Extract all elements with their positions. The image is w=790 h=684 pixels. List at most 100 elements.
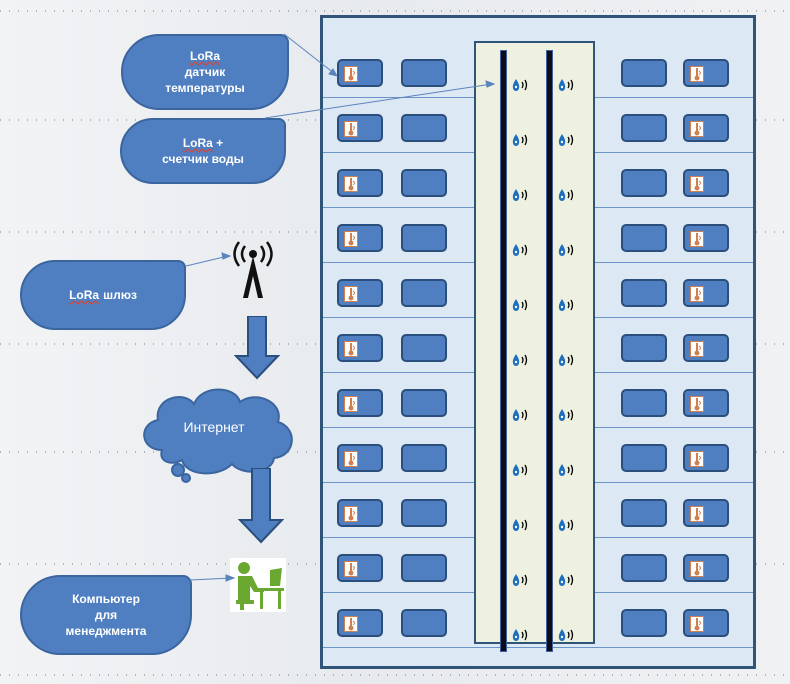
water-drop-icon [558,298,576,312]
arrow-down-icon [238,468,284,544]
apartment-unit [401,169,447,197]
thermometer-icon [690,506,704,522]
water-meter-line1: LoRa + [183,135,223,151]
water-drop-icon [512,298,530,312]
apartment-unit [337,609,383,637]
water-drop-icon [558,408,576,422]
water-meter-line2: счетчик воды [162,152,244,166]
thermometer-icon [344,176,358,192]
water-drop-icon [512,243,530,257]
thermometer-icon [344,616,358,632]
thermometer-icon [690,396,704,412]
water-drop-icon [512,518,530,532]
water-drop-icon [558,628,576,642]
thermometer-icon [690,451,704,467]
apartment-unit [337,114,383,142]
apartment-unit [683,224,729,252]
thermometer-icon [690,286,704,302]
apartment-unit [337,59,383,87]
water-pipe-right [546,50,553,652]
thermometer-icon [344,396,358,412]
apartment-unit [621,444,667,472]
apartment-unit [337,389,383,417]
cloud-icon: Интернет [143,388,293,483]
water-drop-icon [512,573,530,587]
apartment-unit [621,114,667,142]
apartment-unit [337,499,383,527]
water-drop-icon [512,463,530,477]
water-drop-icon [558,353,576,367]
temp-sensor-bubble: LoRa датчик температуры [121,34,289,110]
apartment-unit [401,59,447,87]
apartment-unit [683,334,729,362]
arrow-down-icon [234,316,280,380]
computer-line3: менеджмента [65,624,147,638]
apartment-unit [621,279,667,307]
water-drop-icon [512,628,530,642]
thermometer-icon [690,121,704,137]
apartment-unit [337,334,383,362]
temp-sensor-line2: датчик [184,65,226,79]
apartment-unit [683,114,729,142]
apartment-unit [401,444,447,472]
gateway-line2: шлюз [103,288,137,302]
apartment-unit [621,554,667,582]
water-drop-icon [558,133,576,147]
computer-line1: Компьютер [72,592,140,606]
temp-sensor-lora: LoRa [190,49,220,63]
apartment-unit [683,279,729,307]
water-drop-icon [558,243,576,257]
thermometer-icon [690,231,704,247]
thermometer-icon [690,66,704,82]
computer-user-icon [230,558,286,612]
water-drop-icon [558,188,576,202]
temp-sensor-line3: температуры [165,81,245,95]
water-drop-icon [512,133,530,147]
water-meter-lora: LoRa [182,136,213,150]
apartment-unit [621,389,667,417]
apartment-unit [621,59,667,87]
gateway-lora: LoRa [69,288,100,302]
apartment-unit [621,169,667,197]
thermometer-icon [344,506,358,522]
apartment-unit [401,114,447,142]
water-drop-icon [558,518,576,532]
apartment-unit [401,499,447,527]
apartment-unit [401,389,447,417]
water-drop-icon [512,353,530,367]
apartment-unit [683,169,729,197]
gateway-bubble: LoRa шлюз [20,260,186,330]
internet-label: Интернет [183,419,245,435]
computer-bubble: Компьютер для менеджмента [20,575,192,655]
apartment-unit [621,334,667,362]
floor-divider [323,647,753,648]
water-drop-icon [512,188,530,202]
apartment-unit [683,59,729,87]
apartment-unit [401,334,447,362]
water-drop-icon [558,78,576,92]
thermometer-icon [344,231,358,247]
apartment-unit [401,279,447,307]
apartment-unit [683,444,729,472]
thermometer-icon [690,341,704,357]
apartment-unit [401,224,447,252]
apartment-unit [337,169,383,197]
apartment-unit [401,554,447,582]
apartment-unit [621,609,667,637]
apartment-unit [621,224,667,252]
water-pipe-left [500,50,507,652]
thermometer-icon [344,286,358,302]
water-meter-suffix: + [212,136,224,150]
water-drop-icon [512,408,530,422]
thermometer-icon [690,176,704,192]
water-drop-icon [558,463,576,477]
thermometer-icon [344,66,358,82]
apartment-unit [337,554,383,582]
thermometer-icon [344,561,358,577]
thermometer-icon [344,121,358,137]
apartment-unit [337,279,383,307]
apartment-unit [337,224,383,252]
apartment-unit [337,444,383,472]
apartment-unit [683,499,729,527]
